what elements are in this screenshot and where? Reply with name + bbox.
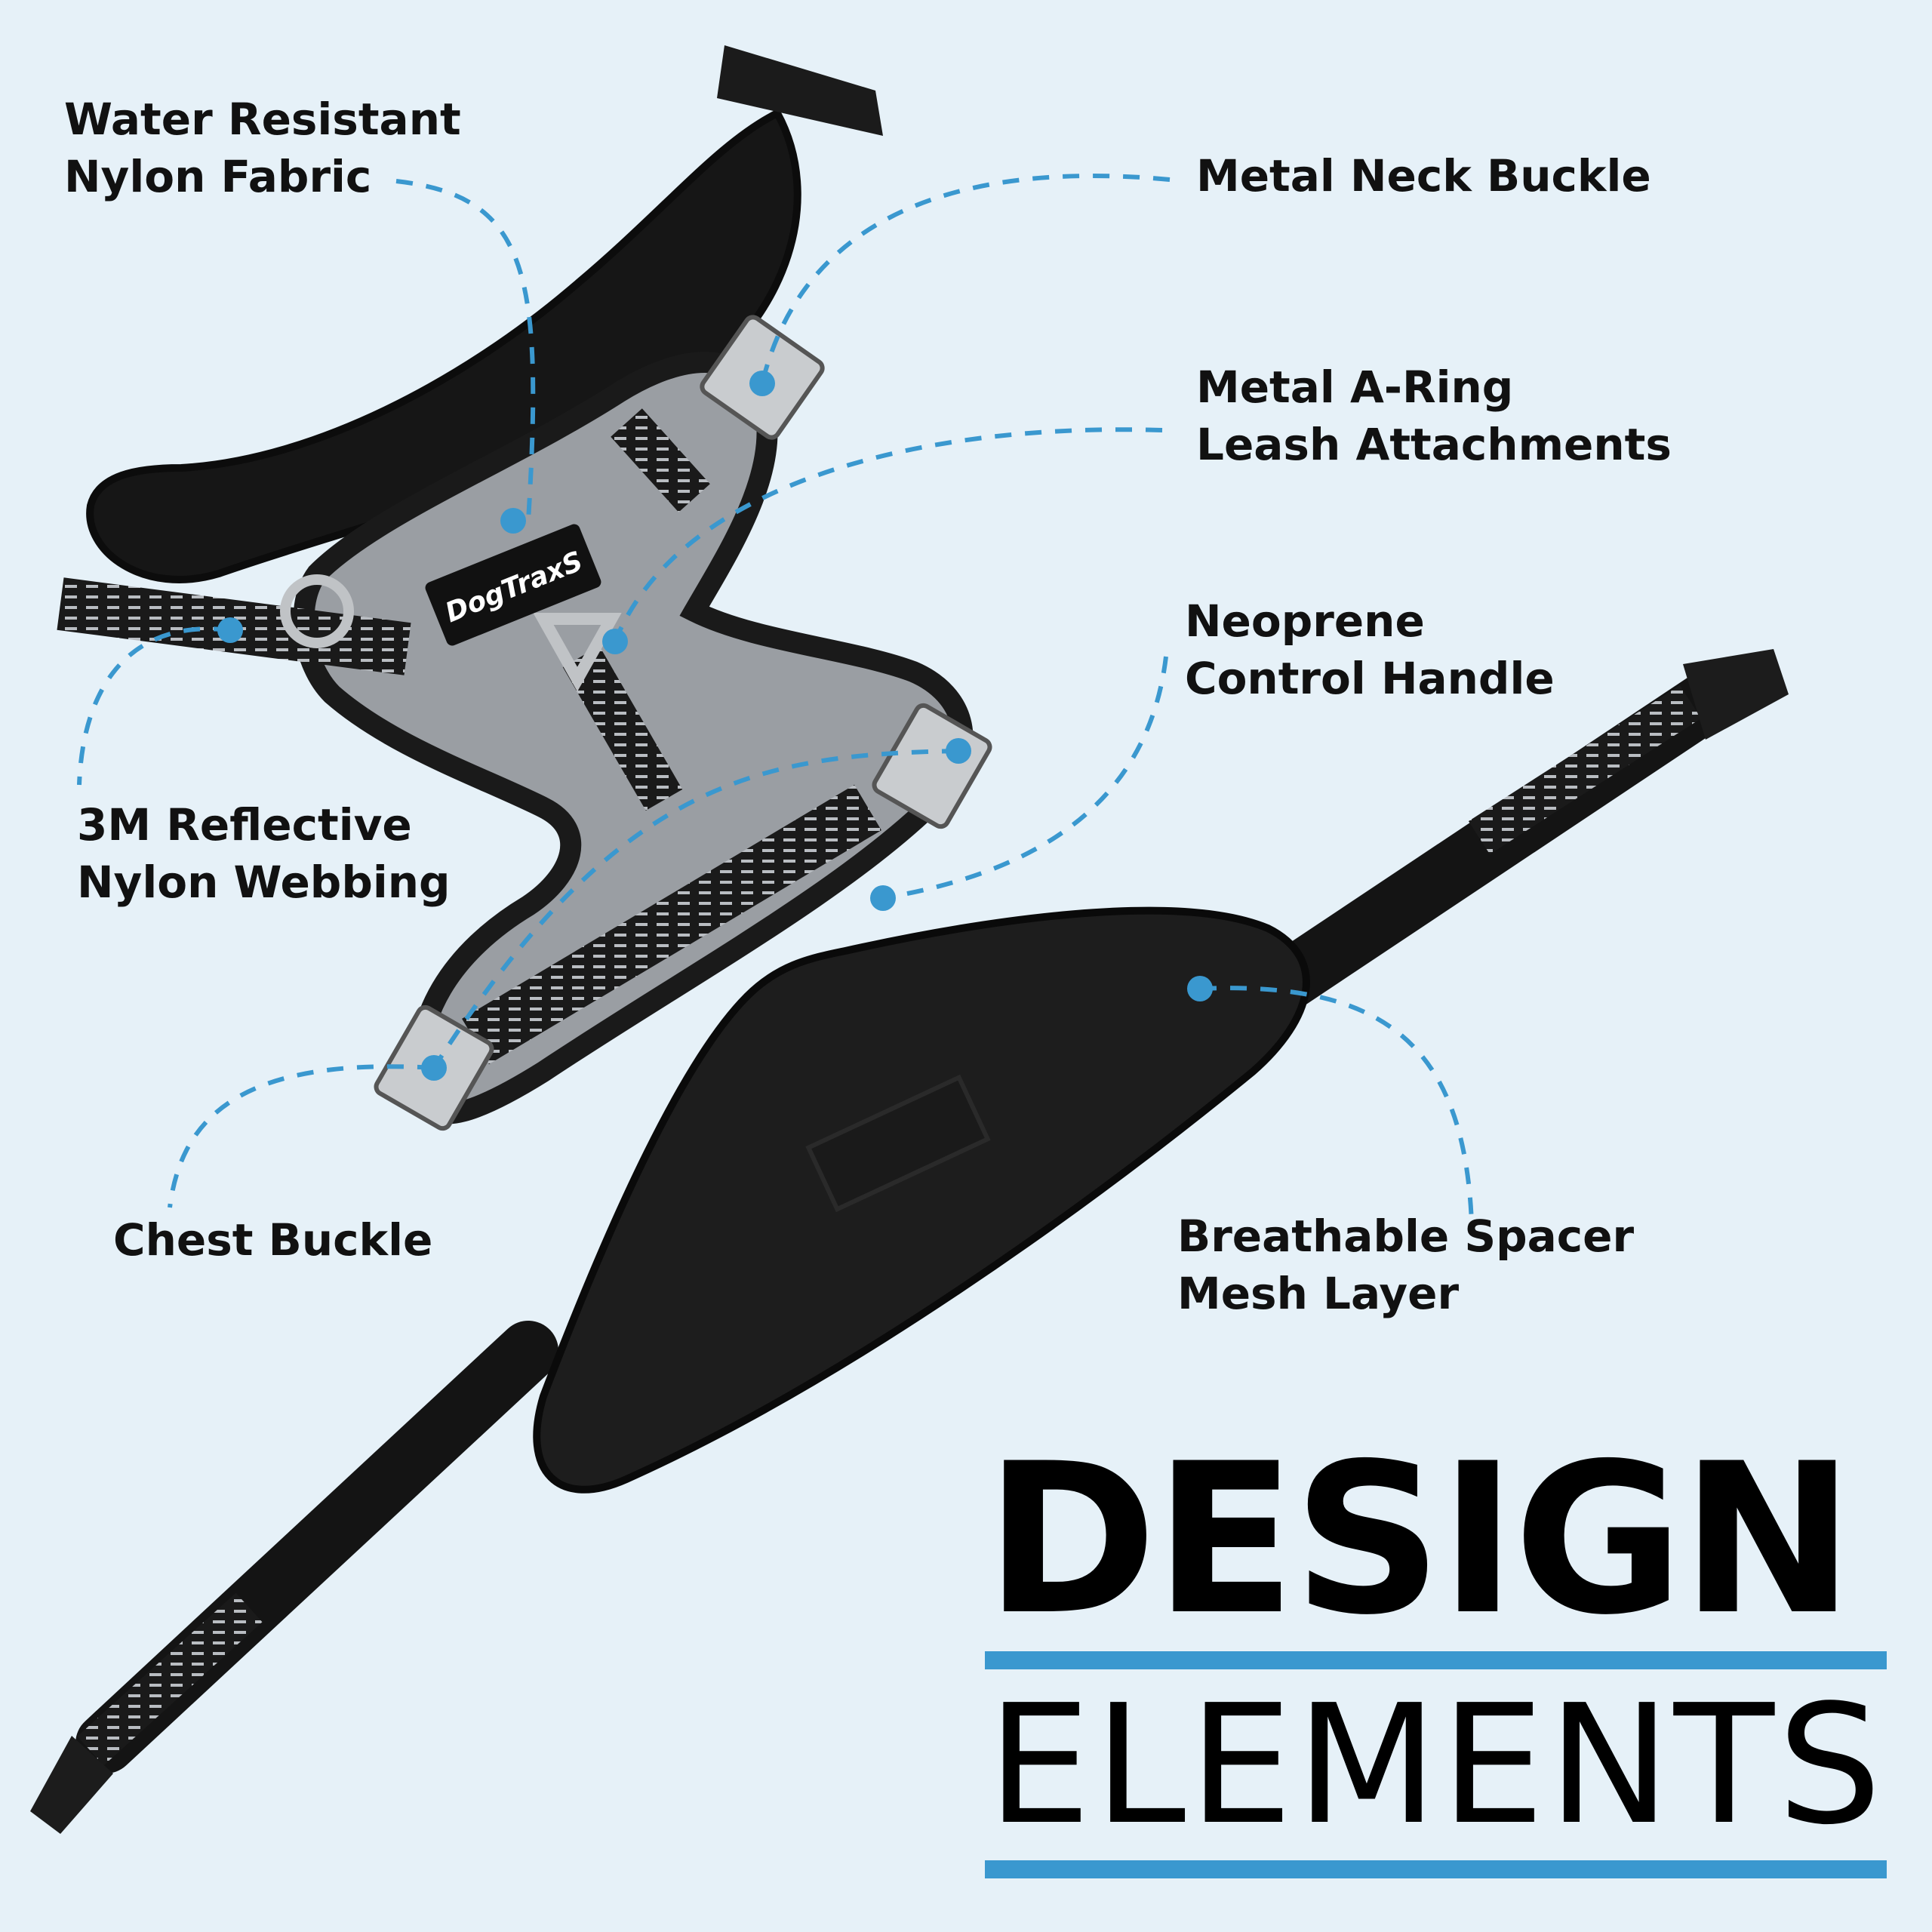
label-chest-buckle: Chest Buckle bbox=[113, 1214, 433, 1266]
metal-hardware bbox=[280, 315, 992, 1131]
label-water-resistant: Water Resistant Nylon Fabric bbox=[64, 94, 461, 202]
callout-lines bbox=[77, 174, 1474, 1223]
headline-rule-bottom bbox=[985, 1860, 1887, 1878]
lower-belly-strap bbox=[30, 1321, 558, 1834]
callout-dots bbox=[217, 371, 1213, 1081]
headline-rule-top bbox=[985, 1651, 1887, 1669]
label-reflective-webbing: 3M Reflective Nylon Webbing bbox=[77, 799, 451, 908]
label-metal-a-ring: Metal A-Ring Leash Attachments bbox=[1196, 361, 1672, 470]
spacer-mesh-pad bbox=[533, 906, 1310, 1494]
headline-elements: ELEMENTS bbox=[987, 1670, 1885, 1861]
label-metal-neck-buckle: Metal Neck Buckle bbox=[1196, 150, 1651, 202]
label-spacer-mesh: Breathable Spacer Mesh Layer bbox=[1177, 1211, 1635, 1319]
headline-design: DESIGN bbox=[985, 1419, 1854, 1660]
label-neoprene-handle: Neoprene Control Handle bbox=[1185, 595, 1555, 704]
